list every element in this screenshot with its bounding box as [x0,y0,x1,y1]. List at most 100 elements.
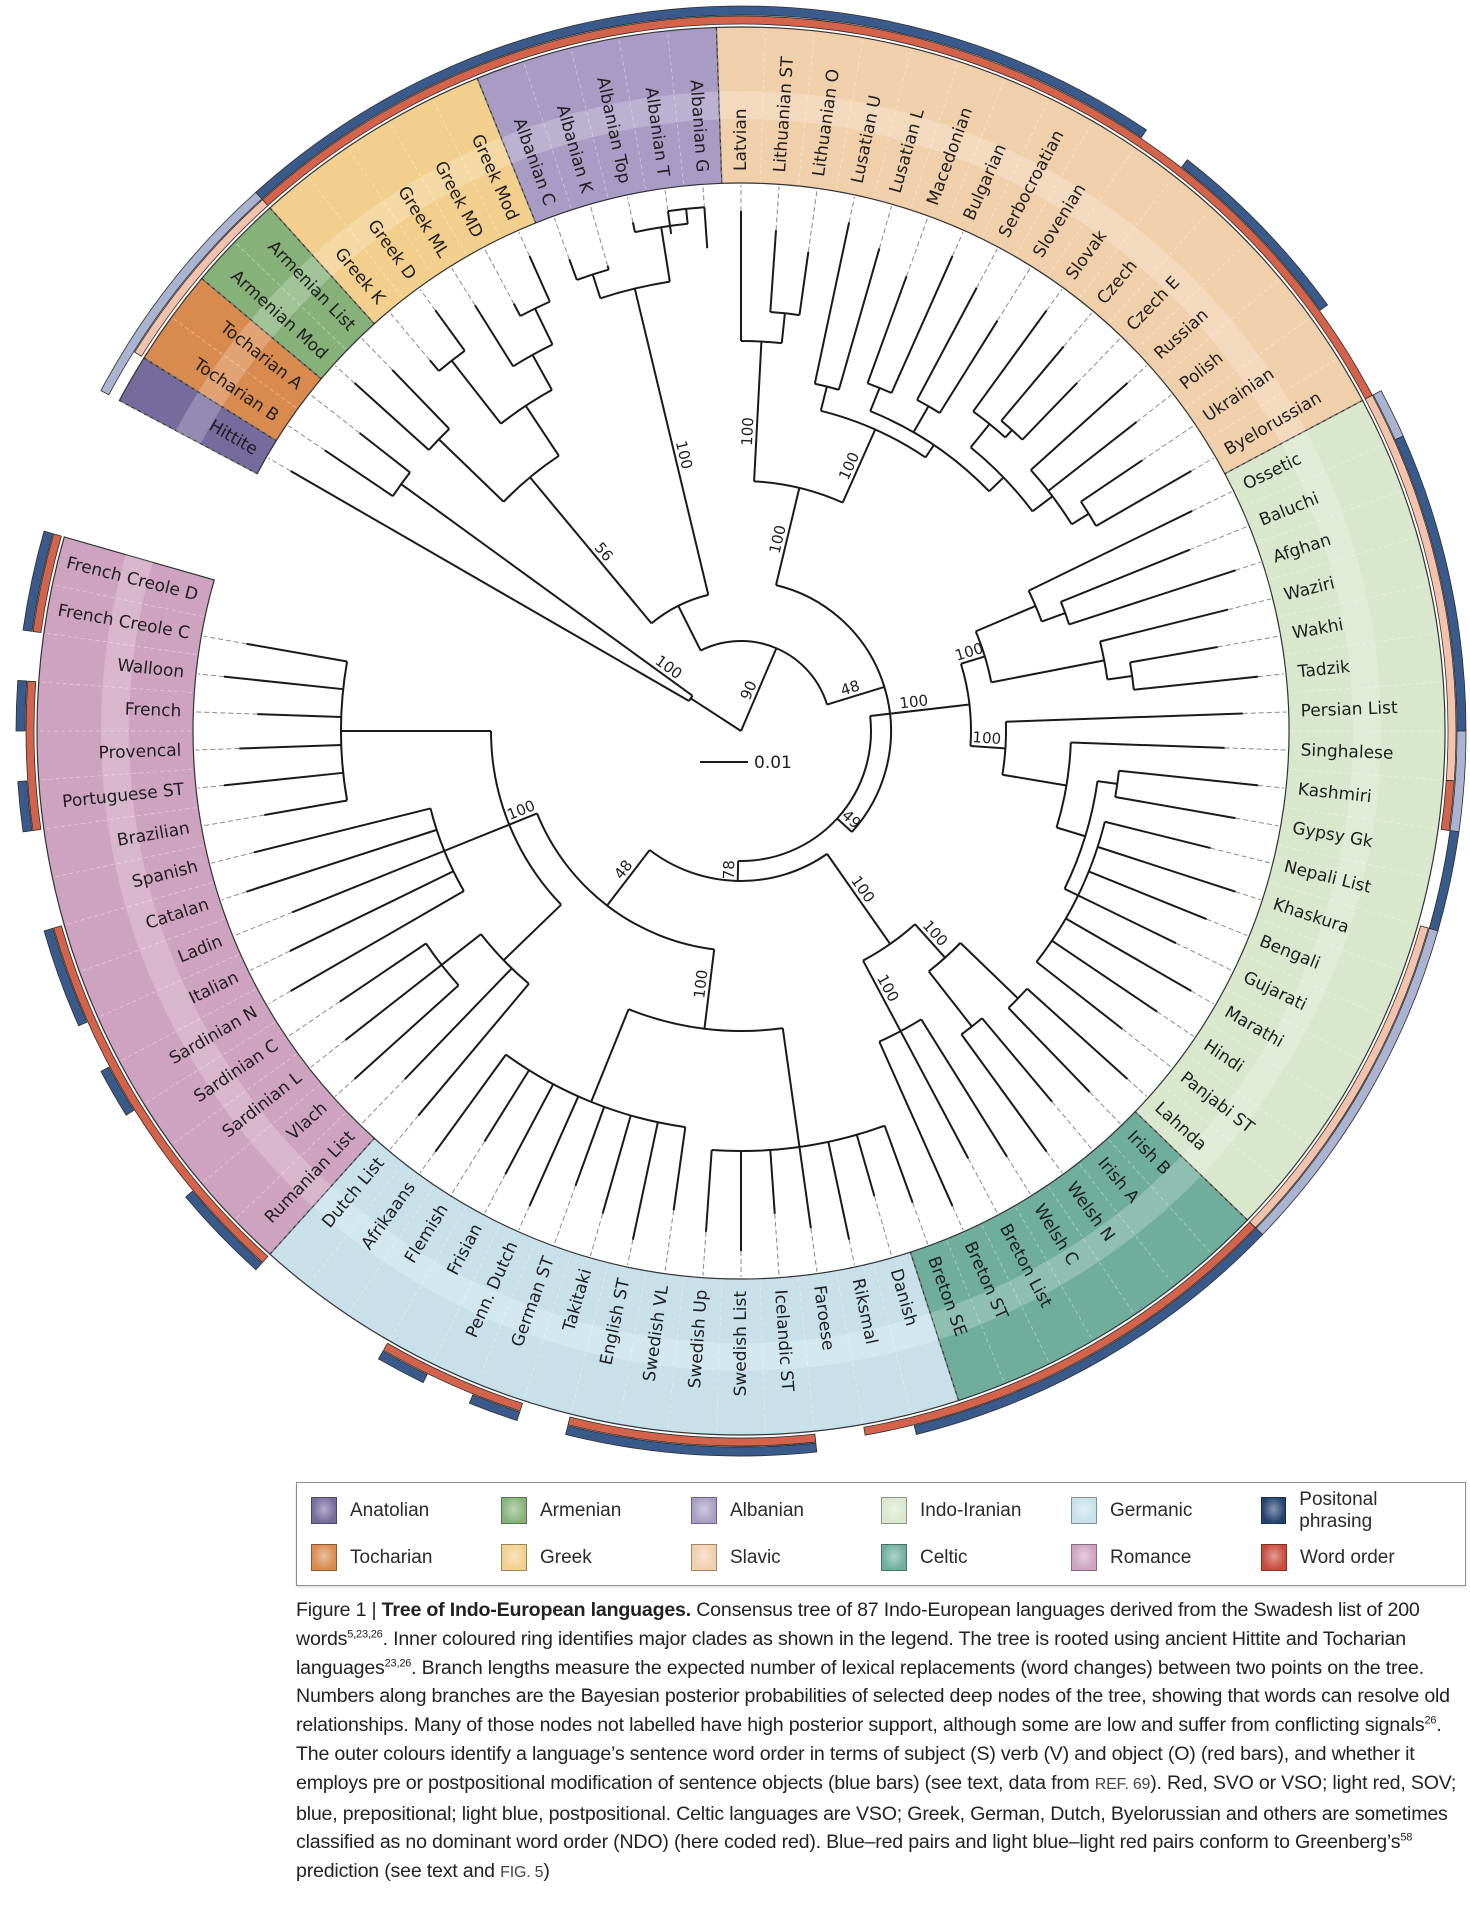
leaf-branch [1065,917,1192,992]
leaf-branch [574,1106,606,1187]
leaf-connector [952,232,964,257]
branch-arc [519,300,551,317]
tree-branches [223,206,1259,1251]
word-order-bar [1440,779,1455,831]
leaf-connector [310,394,360,434]
leaf-branch [1070,741,1225,749]
clade-sheen [312,137,512,277]
leaf-connector [664,1210,675,1272]
leaf-label: Singhalese [1300,741,1393,764]
leaf-branch [798,251,810,316]
reference-link[interactable]: REF. 69 [1094,1775,1151,1793]
legend-item-slavic: Slavic [691,1534,881,1581]
support-value: 48 [610,856,636,882]
positional-phrasing-bar [913,1227,1264,1435]
leaf-branch [960,1033,1048,1153]
branch [400,483,629,650]
branch [780,313,786,344]
clade-sheen [1181,430,1381,1176]
support-value: 100 [504,796,537,823]
leaf-branch [246,642,348,663]
branch [1031,495,1054,513]
swatch-armenian [501,1497,527,1524]
positional-phrasing-bar [255,5,1147,200]
leaf-connector [267,457,291,472]
leaf-branch [289,870,454,952]
leaf-branch [223,771,344,787]
leaf-branch [981,1017,1053,1103]
branch [1041,612,1066,623]
leaf-branch [1047,421,1138,492]
branch [975,605,1036,633]
branch-arc [480,933,530,985]
leaf-branch [878,1041,954,1207]
branch-arc [820,409,927,459]
leaf-label: Latvian [731,108,751,171]
leaf-branch [1051,939,1158,1013]
leaf-connector [1046,288,1063,311]
leaf-branch [837,248,881,391]
leaf-branch [434,1054,507,1153]
support-value: 100 [972,728,1002,748]
leaf-branch [769,1149,776,1214]
leaf-branch [257,713,342,719]
branch-arc [1035,821,1106,963]
figure-link[interactable]: FIG. 5 [500,1864,544,1882]
leaf-branch [666,210,673,235]
leaf-branch [253,807,431,854]
leaf-branch [1030,382,1129,471]
leaf-connector [310,1039,346,1068]
figure-number: Figure 1 | [296,1599,382,1621]
leaf-connector [878,206,892,249]
branch [960,655,986,665]
leaf-branch [1028,510,1193,592]
branch [912,405,930,433]
leaf-connector [250,950,291,971]
leaf-branch [1007,1007,1091,1093]
leaf-connector [1191,990,1215,1005]
leaf-branch [358,432,411,474]
leaf-connector [419,288,436,311]
support-value: 90 [737,678,761,703]
support-value: 100 [766,523,790,555]
branch-arc [869,410,990,493]
leaf-connector [211,851,255,864]
leaf-connector [451,1141,485,1195]
leaf-branch [855,1134,876,1197]
branch [531,354,553,391]
support-value: 100 [919,917,952,950]
positional-phrasing-bar [17,780,33,833]
positional-phrasing-bar [22,530,54,632]
legend-item-celtic: Celtic [881,1534,1071,1581]
branch [508,812,538,826]
leaf-connector [1191,457,1215,472]
branch [1056,826,1086,838]
branch [502,903,562,961]
leaf-branch [434,309,466,352]
branch-arc [490,730,562,906]
leaf-connector [590,1213,604,1256]
branch [515,600,690,702]
branch-arc [576,268,609,281]
branch [1071,512,1090,526]
leaf-connector [1217,635,1279,648]
leaf-label: French [125,699,182,721]
leaf-branch [827,1141,851,1240]
legend-item-albanian: Albanian [691,1487,881,1534]
leaf-branch [798,1146,812,1229]
leaf-connector [234,911,293,936]
leaf-branch [483,1069,530,1142]
branch [1133,686,1159,691]
leaf-connector [1189,526,1248,551]
support-value: 100 [847,872,878,906]
branch-arc [628,1008,783,1032]
leaf-connector [997,267,1031,321]
leaf-connector [1076,337,1121,384]
branch-arc [916,399,941,414]
leaf-connector [553,217,570,260]
legend-grid: Anatolian Armenian Albanian Indo-Iranian… [297,1483,1465,1585]
leaf-connector [1210,847,1271,864]
leaf-connector [203,635,247,645]
leaf-branch [1158,675,1259,689]
word-order-bar [382,1342,524,1412]
